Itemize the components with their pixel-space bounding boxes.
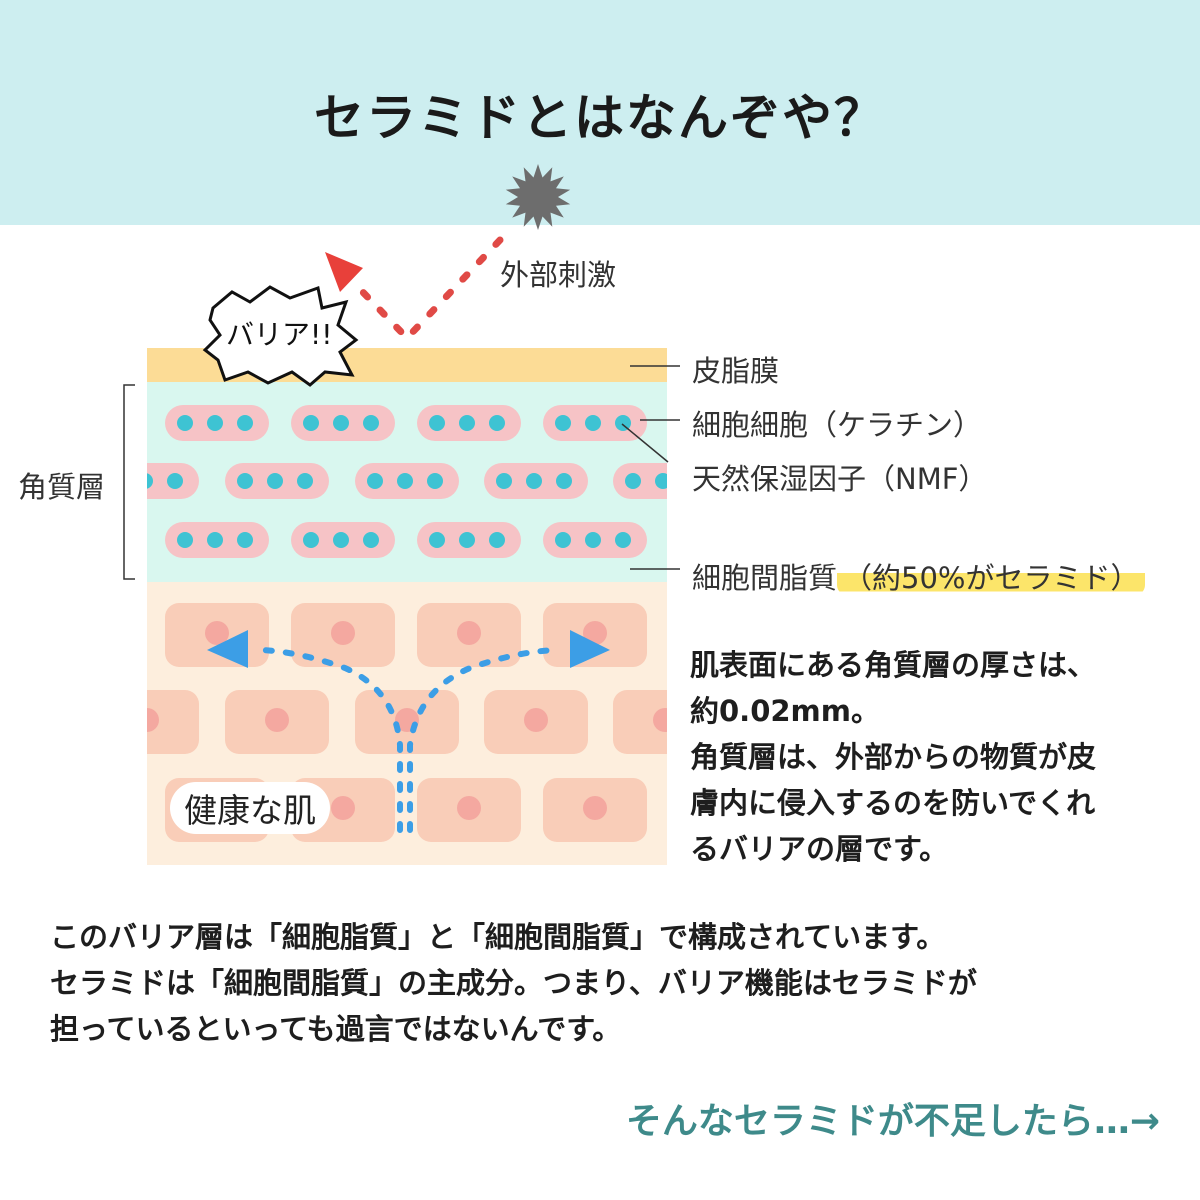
nmf-dot <box>333 415 349 431</box>
nmf-dot <box>177 415 193 431</box>
blue-arrow-left-icon <box>207 630 248 668</box>
nmf-dot <box>615 532 631 548</box>
nmf-dot <box>167 473 183 489</box>
cell-nucleus <box>265 708 289 732</box>
cell-nucleus <box>331 796 355 820</box>
blue-dotted-paths <box>259 647 558 833</box>
nmf-dot <box>237 532 253 548</box>
nmf-dot <box>459 415 475 431</box>
body-line: このバリア層は「細胞脂質」と「細胞間脂質」で構成されています。 <box>50 920 946 954</box>
nmf-dot <box>429 532 445 548</box>
header-band <box>0 0 1200 225</box>
red-arrow-icon <box>325 252 363 292</box>
nmf-dot <box>147 473 153 489</box>
nmf-dot <box>367 473 383 489</box>
nmf-dot <box>363 415 379 431</box>
nmf-dot <box>207 415 223 431</box>
nmf-dot <box>303 415 319 431</box>
nmf-dot <box>585 415 601 431</box>
stimulus-label: 外部刺激 <box>500 258 617 292</box>
body-line: セラミドは「細胞間脂質」の主成分。つまり、バリア機能はセラミドが <box>50 966 977 1000</box>
skin-cell <box>147 690 199 754</box>
cells-group <box>107 405 667 842</box>
nmf-dot <box>397 473 413 489</box>
nmf-dot <box>267 473 283 489</box>
intercellular-label: 細胞間脂質 <box>692 561 838 595</box>
cell-nucleus <box>147 708 159 732</box>
blue-arrow-right-icon <box>570 630 610 668</box>
healthy-skin-label: 健康な肌 <box>170 782 330 834</box>
nmf-dot <box>555 532 571 548</box>
cell-nucleus <box>653 708 667 732</box>
nmf-dot <box>615 415 631 431</box>
cell-nucleus <box>583 796 607 820</box>
next-page-link[interactable]: そんなセラミドが不足したら…→ <box>625 1101 1160 1142</box>
cell-nucleus <box>524 708 548 732</box>
nmf-dot <box>489 415 505 431</box>
body-line: 担っているといっても過言ではないんです。 <box>50 1012 622 1046</box>
stratum-corneum-label: 角質層 <box>18 470 106 504</box>
nmf-dot <box>526 473 542 489</box>
nmf-dot <box>177 532 193 548</box>
cell-label: 細胞細胞（ケラチン） <box>692 408 983 442</box>
nmf-dot <box>303 532 319 548</box>
side-line: 膚内に侵入するのを防いでくれ <box>690 786 1096 820</box>
nmf-dot <box>555 415 571 431</box>
barrier-label: バリア!! <box>226 318 333 351</box>
ceramide-highlight: （約50%がセラミド） <box>837 561 1146 595</box>
nmf-dot <box>107 473 123 489</box>
nmf-dot <box>489 532 505 548</box>
nmf-dot <box>237 473 253 489</box>
cell-nucleus <box>583 621 607 645</box>
cell-nucleus <box>331 621 355 645</box>
skin-diagram <box>107 164 680 865</box>
cell-nucleus <box>457 796 481 820</box>
barrier-burst-icon <box>202 285 359 387</box>
skin-cell <box>613 690 667 754</box>
nmf-dot <box>655 473 667 489</box>
intercellular-lipid-label: 細胞間脂質（約50%がセラミド） <box>692 555 1146 597</box>
leader-lines <box>123 365 680 580</box>
page-title: セラミドとはなんぞや？ <box>314 89 886 147</box>
nmf-dot <box>459 532 475 548</box>
side-description: 肌表面にある角質層の厚さは、 約0.02mm。 角質層は、外部からの物質が皮 膚… <box>690 642 1096 872</box>
nmf-dot <box>237 415 253 431</box>
cell-nucleus <box>457 621 481 645</box>
nmf-dot <box>429 415 445 431</box>
nmf-dot <box>363 532 379 548</box>
red-dotted-path <box>352 236 504 344</box>
side-line: るバリアの層です。 <box>690 832 949 866</box>
sebum-label: 皮脂膜 <box>692 354 780 388</box>
nmf-dot <box>333 532 349 548</box>
nmf-label: 天然保湿因子（NMF） <box>692 462 988 496</box>
nmf-dot <box>297 473 313 489</box>
cell-nucleus <box>205 621 229 645</box>
nmf-dot <box>625 473 641 489</box>
nmf-dot <box>556 473 572 489</box>
nmf-dot <box>585 532 601 548</box>
body-description: このバリア層は「細胞脂質」と「細胞間脂質」で構成されています。 セラミドは「細胞… <box>50 914 977 1052</box>
stimulus-starburst-icon <box>505 164 571 230</box>
nmf-dot <box>496 473 512 489</box>
nmf-dot <box>207 532 223 548</box>
nmf-dot <box>427 473 443 489</box>
side-line: 角質層は、外部からの物質が皮 <box>690 740 1097 774</box>
side-line: 約0.02mm。 <box>690 694 880 728</box>
side-line: 肌表面にある角質層の厚さは、 <box>690 648 1097 682</box>
